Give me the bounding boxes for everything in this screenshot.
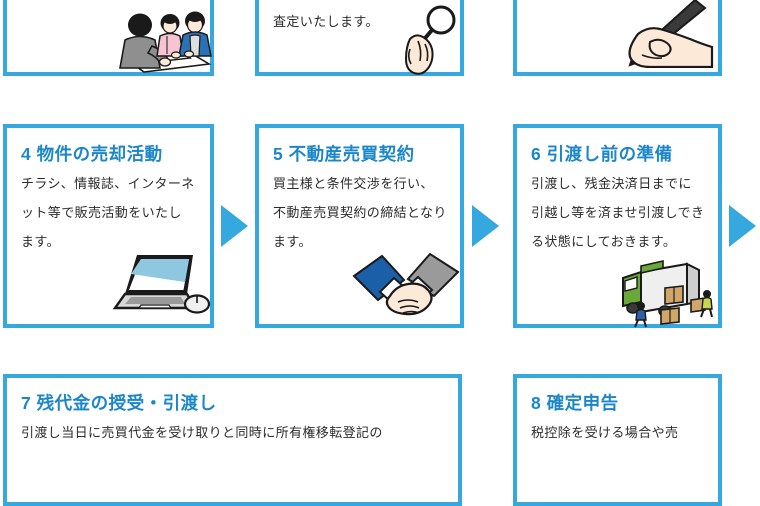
step-card-7-body: 引渡し当日に売買代金を受け取りと同時に所有権移転登記の xyxy=(21,425,383,440)
flow-arrow-5-to-6 xyxy=(472,205,499,247)
step-card-2-body: 査定いたします。 xyxy=(273,14,379,29)
handshake-illustration xyxy=(352,250,460,320)
step-card-8-title: 8 確定申告 xyxy=(531,393,619,413)
step-card-5: 5 不動産売買契約 買主様と条件交渉を行い、不動産売買契約の締結となります。 xyxy=(255,124,464,328)
people-consultation-illustration xyxy=(112,6,212,74)
step-card-8-body: 税控除を受ける場合や売 xyxy=(531,425,679,440)
flow-arrow-6-to-next xyxy=(729,205,756,247)
step-card-8: 8 確定申告 税控除を受ける場合や売 xyxy=(513,374,722,506)
magnifying-glass-hand-illustration xyxy=(404,3,464,75)
step-card-6-body: 引渡し、残金決済日までに引越し等を済ませ引渡しできる状態にしておきます。 xyxy=(531,176,705,249)
moving-truck-illustration xyxy=(619,256,723,328)
laptop-mouse-illustration xyxy=(111,251,211,319)
hand-writing-pen-illustration xyxy=(605,0,715,68)
step-card-5-body: 買主様と条件交渉を行い、不動産売買契約の締結となります。 xyxy=(273,176,447,249)
step-card-6-title: 6 引渡し前の準備 xyxy=(531,144,673,164)
step-card-3 xyxy=(513,0,722,76)
flow-arrow-4-to-5 xyxy=(221,205,248,247)
step-card-6: 6 引渡し前の準備 引渡し、残金決済日までに引越し等を済ませ引渡しできる状態にし… xyxy=(513,124,722,328)
step-card-4-title: 4 物件の売却活動 xyxy=(21,144,163,164)
step-card-5-title: 5 不動産売買契約 xyxy=(273,144,415,164)
process-flow-diagram: 査定いたします。 xyxy=(3,0,756,506)
step-card-2: 査定いたします。 xyxy=(255,0,464,76)
step-card-4: 4 物件の売却活動 チラシ、情報誌、インターネット等で販売活動をいたします。 xyxy=(3,124,214,328)
step-card-4-body: チラシ、情報誌、インターネット等で販売活動をいたします。 xyxy=(21,176,195,249)
step-card-7: 7 残代金の授受・引渡し 引渡し当日に売買代金を受け取りと同時に所有権移転登記の xyxy=(3,374,462,506)
step-card-7-title: 7 残代金の授受・引渡し xyxy=(21,393,217,413)
step-card-1 xyxy=(3,0,214,76)
